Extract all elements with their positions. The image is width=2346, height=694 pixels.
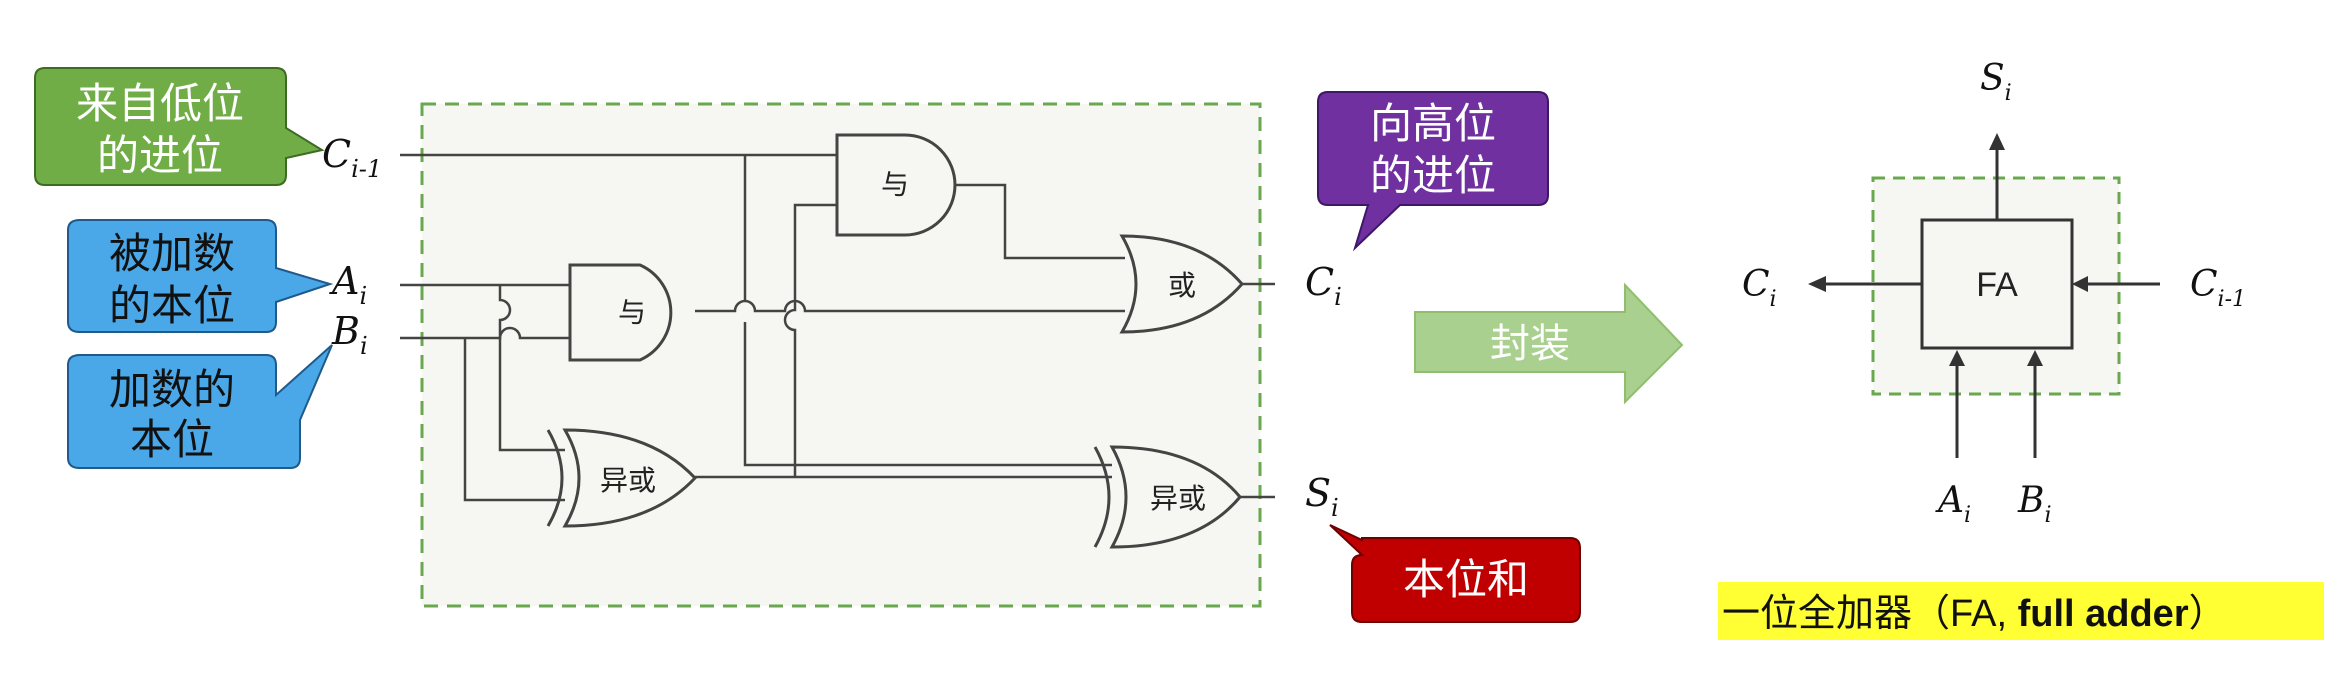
- fa-label-bi: Bi: [2017, 480, 2052, 528]
- caption-highlight: [1718, 582, 2324, 640]
- callout-carry-out: 向高位 的进位: [1317, 91, 1549, 252]
- and-gate-mid: 与: [568, 263, 673, 362]
- encapsulate-arrow: 封装: [1414, 282, 1684, 405]
- label-ai: Ai: [329, 259, 367, 310]
- callout-carry-in: 来自低位 的进位: [34, 67, 325, 186]
- caption: 一位全加器（FA, full adder）: [1718, 582, 2324, 640]
- fa-label-ci-minus-1: Ci-1: [2190, 264, 2246, 312]
- circuit-wires: [400, 153, 1275, 502]
- label-bi: Bi: [331, 309, 368, 360]
- callout-augend: 被加数 的本位: [67, 219, 334, 333]
- callout-sum: 本位和: [1329, 524, 1581, 623]
- label-ci-minus-1: Ci-1: [322, 132, 382, 183]
- and-gate-top: 与: [835, 133, 957, 237]
- callout-addend: 加数的 本位: [67, 344, 333, 469]
- fa-label-si: Si: [1980, 58, 2012, 106]
- fa-label-ai: Ai: [1935, 480, 1971, 528]
- fa-block: FA: [1920, 218, 2074, 350]
- label-si: Si: [1305, 471, 1339, 522]
- fa-arrows: [1808, 133, 2160, 458]
- fa-label-ci: Ci: [1742, 264, 1777, 312]
- label-ci: Ci: [1305, 260, 1342, 311]
